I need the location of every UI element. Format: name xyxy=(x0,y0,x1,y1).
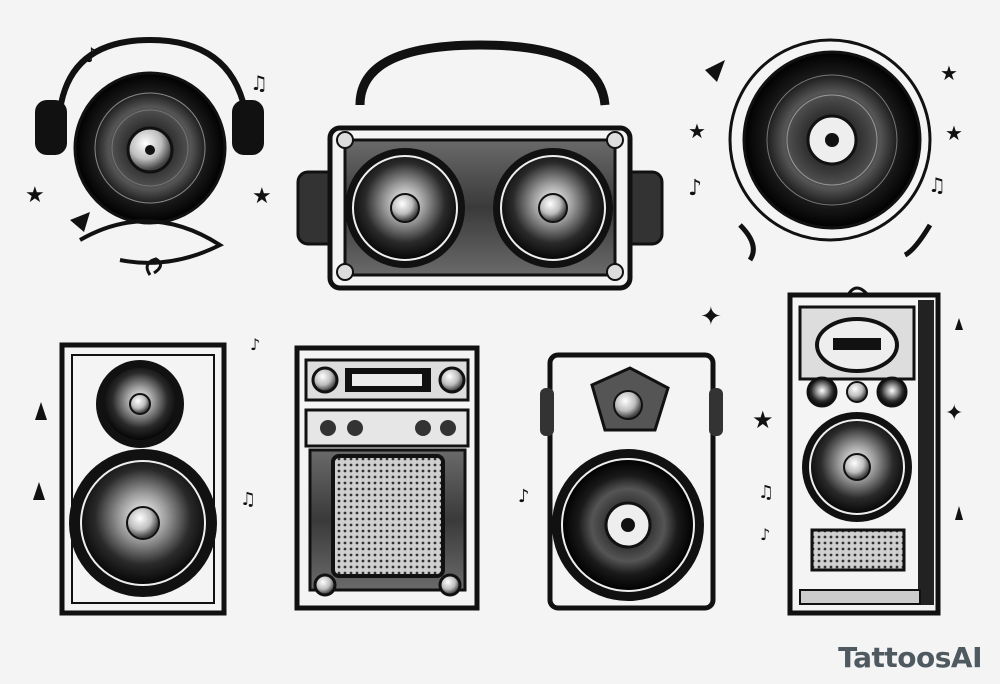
svg-text:♫: ♫ xyxy=(240,489,256,510)
svg-text:✦: ✦ xyxy=(700,302,722,332)
svg-text:★: ★ xyxy=(688,119,706,143)
tower-speaker-tattoo: ✦ ♪ xyxy=(760,286,963,616)
boombox-stereo-tattoo xyxy=(296,40,664,291)
bookshelf-speaker-tattoo: ♪ ♫ xyxy=(33,335,260,616)
svg-text:♫: ♫ xyxy=(928,173,946,197)
svg-text:♫: ♫ xyxy=(250,71,268,95)
tattoosai-watermark: TattoosAI xyxy=(838,641,982,674)
svg-text:♪: ♪ xyxy=(250,335,260,354)
svg-text:♪: ♪ xyxy=(518,486,530,507)
svg-text:✦: ✦ xyxy=(945,401,963,426)
svg-text:★: ★ xyxy=(25,183,45,208)
svg-text:♫: ♫ xyxy=(758,482,774,503)
svg-text:♪: ♪ xyxy=(688,176,702,201)
amplifier-cabinet-tattoo xyxy=(294,345,480,611)
record-player-speaker-tattoo: ✦ ★ ♪ ♫ xyxy=(518,302,774,611)
svg-text:♪: ♪ xyxy=(760,525,770,544)
vinyl-record-with-notes-tattoo: ★ ★ ★ ♪ ♫ xyxy=(688,38,963,262)
svg-text:★: ★ xyxy=(940,61,958,85)
vinyl-record-with-headphones-tattoo: ★ ★ ♪ ♫ xyxy=(25,36,272,276)
svg-text:★: ★ xyxy=(945,121,963,145)
svg-text:★: ★ xyxy=(252,184,272,209)
svg-text:★: ★ xyxy=(752,406,774,434)
svg-text:♪: ♪ xyxy=(85,43,98,67)
